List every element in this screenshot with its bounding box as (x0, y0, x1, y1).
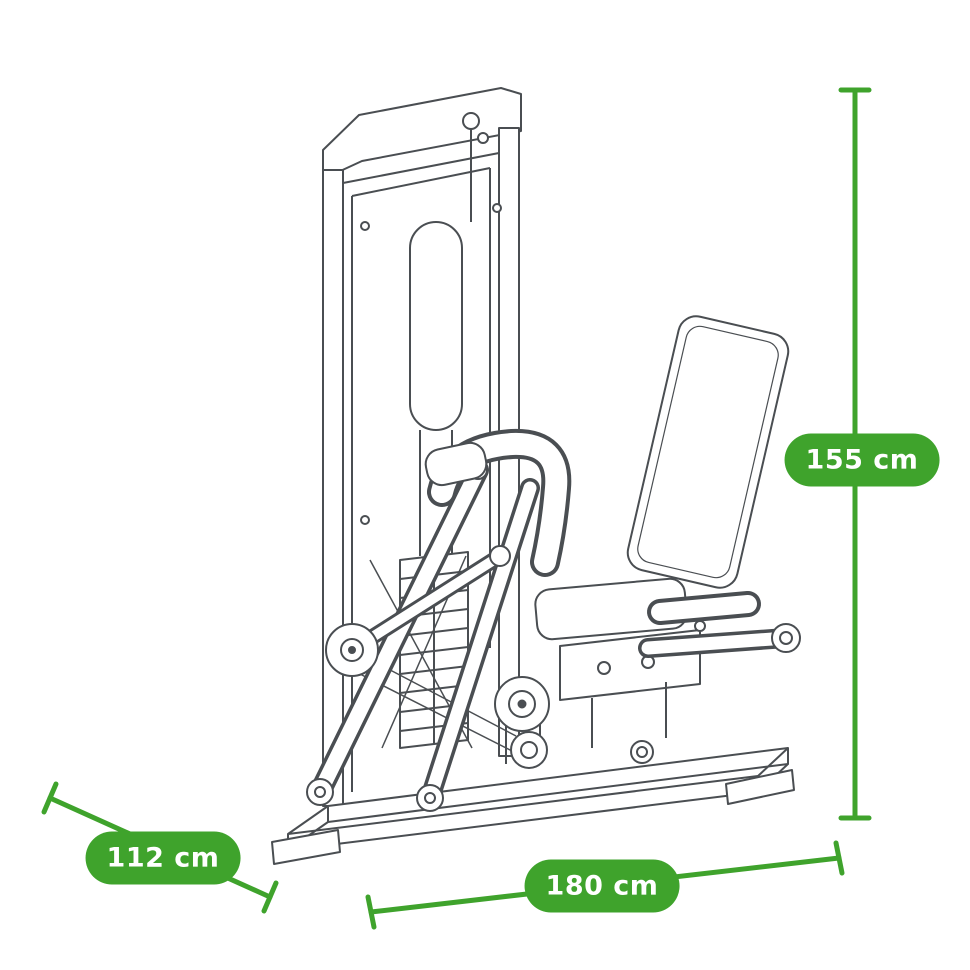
press-arm-assembly (306, 459, 540, 812)
depth-dimension-label: 112 cm (85, 831, 241, 885)
press-handle (424, 428, 572, 577)
pulley-assembly (494, 676, 550, 769)
base-frame (271, 740, 795, 865)
seat-assembly (534, 315, 801, 748)
width-dimension-label: 180 cm (524, 859, 680, 913)
height-dimension-label: 155 cm (784, 433, 940, 487)
machine-line-art (271, 87, 801, 865)
